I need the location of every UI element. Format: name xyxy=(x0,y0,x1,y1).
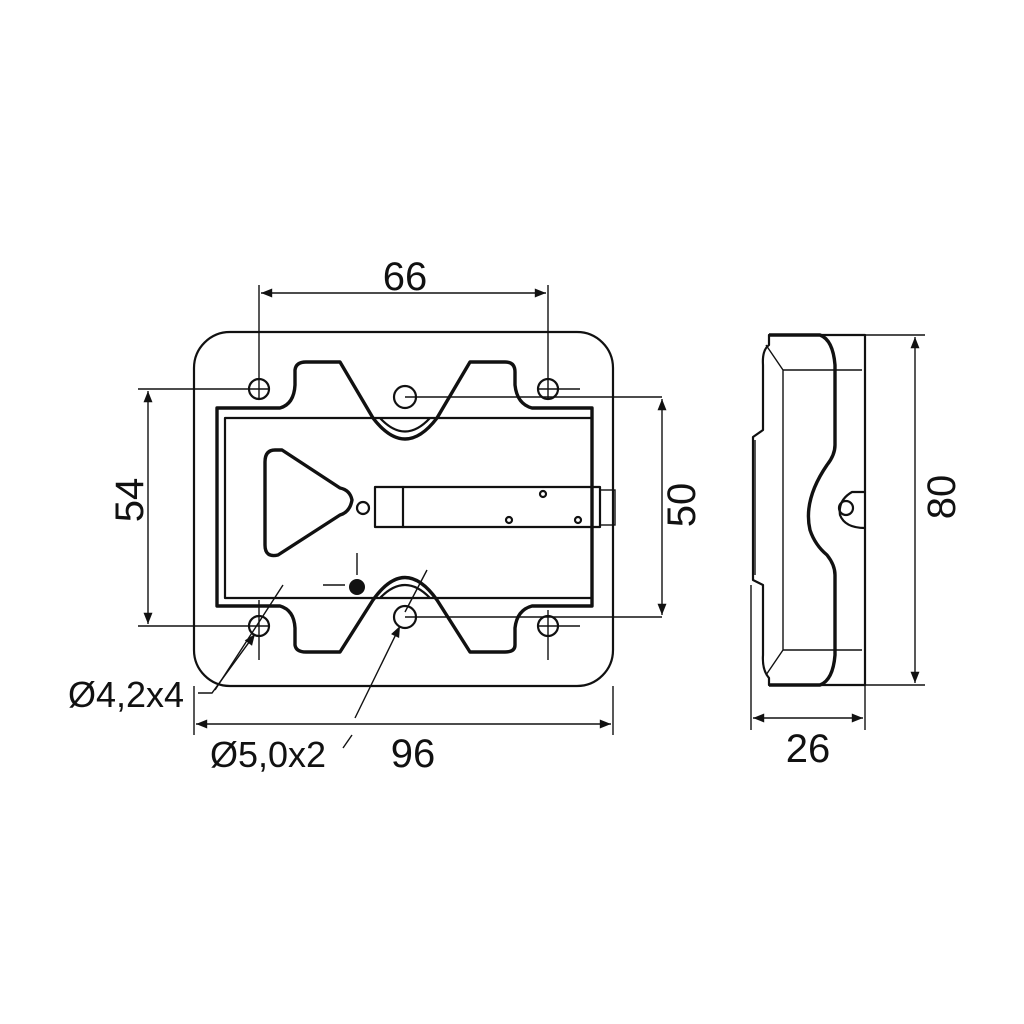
dim-54-label: 54 xyxy=(108,478,152,523)
dim-66-label: 66 xyxy=(383,255,428,299)
dimension-26: 26 xyxy=(750,585,866,771)
dimension-54: 54 xyxy=(108,388,250,627)
side-body xyxy=(769,333,837,687)
dim-80-label: 80 xyxy=(920,475,964,520)
dimension-50: 50 xyxy=(657,399,704,615)
front-view: 66 54 50 96 Ø4,2x4 Ø5,0x2 xyxy=(68,255,704,776)
small-circle xyxy=(355,500,371,516)
inner-outline xyxy=(223,416,594,600)
dim-26-label: 26 xyxy=(786,727,831,771)
dimension-80: 80 xyxy=(865,334,964,686)
callout-large-holes: Ø5,0x2 xyxy=(210,569,428,775)
mounting-holes-large xyxy=(392,384,662,630)
led-dot xyxy=(349,579,365,595)
mounting-holes-small xyxy=(247,377,580,660)
dim-96-label: 96 xyxy=(391,732,436,776)
connector-slot xyxy=(373,485,616,529)
callout-small-holes: Ø4,2x4 xyxy=(68,584,284,715)
callout-small-holes-label: Ø4,2x4 xyxy=(68,674,184,715)
flange-outline xyxy=(215,360,594,654)
triangle-opening xyxy=(263,448,354,558)
dimension-96: 96 xyxy=(193,686,614,776)
callout-large-holes-label: Ø5,0x2 xyxy=(210,734,326,775)
side-view: 80 26 xyxy=(750,333,964,771)
dim-50-label: 50 xyxy=(660,483,704,528)
outer-outline xyxy=(192,330,615,688)
dimension-66: 66 xyxy=(258,255,549,400)
side-lens-bump xyxy=(838,490,867,530)
